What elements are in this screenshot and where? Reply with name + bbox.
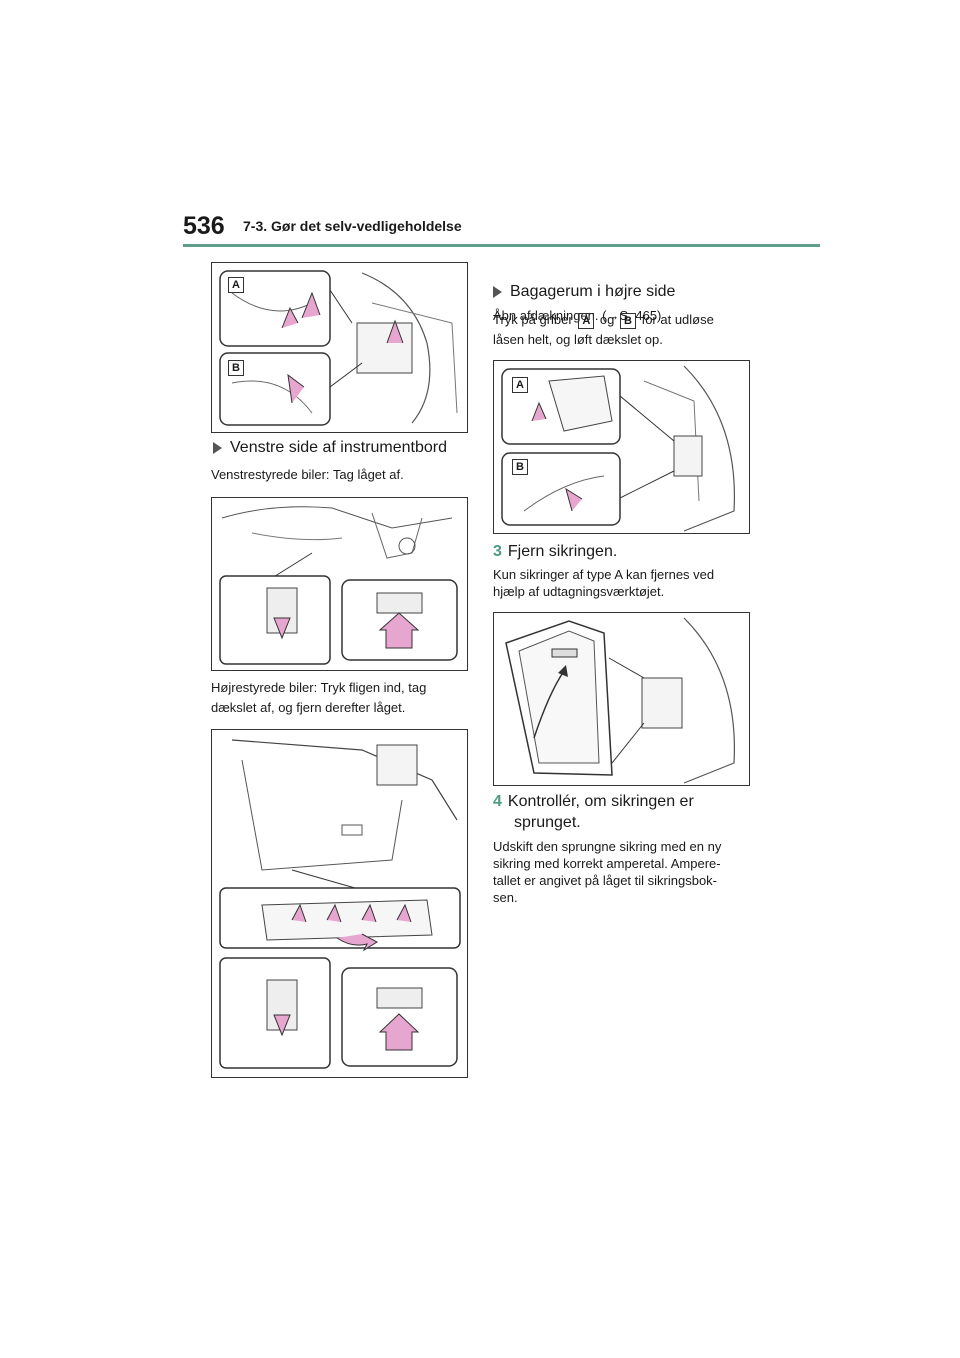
page-number: 536 [183, 212, 225, 240]
para-step3-line2: hjælp af udtagningsværktøjet. [493, 584, 665, 599]
figure-fuse-puller-drawing [505, 617, 736, 784]
para-open-cover: Åbn afdækningen. (→S. 465) [493, 308, 662, 323]
figure-lhd-dash [211, 497, 468, 671]
step-number: 4 [493, 793, 502, 810]
bullet-triangle-icon [493, 286, 502, 298]
section-title: 7-3. Gør det selv-vedligeholdelse [243, 218, 462, 234]
page-header: 536 7-3. Gør det selv-vedligeholdelse [183, 210, 820, 244]
para-step3-line1: Kun sikringer af type A kan fjernes ved [493, 567, 715, 582]
figure-fuse-puller [493, 612, 750, 786]
para-lhd: Venstrestyrede biler: Tag låget af. [211, 467, 404, 482]
inline-label-b: B [620, 313, 636, 329]
figure-label-a: A [512, 377, 528, 393]
para-step4-line2: sikring med korrekt amperetal. Ampere- [493, 856, 721, 871]
para-step4-line4: sen. [493, 890, 518, 905]
figure-fuse-box-engine-drawing [219, 270, 458, 426]
figure-lhd-dash-drawing [219, 506, 458, 665]
figure-rhd-dash-drawing [219, 739, 461, 1069]
figure-label-b: B [228, 360, 244, 376]
figure-trunk-fuse-box-drawing [501, 365, 736, 532]
figure-trunk-fuse-box: A B [493, 360, 750, 534]
heading-right-trunk: Bagagerum i højre side [493, 283, 675, 301]
para-rhd-line2: dækslet af, og fjern derefter låget. [211, 700, 406, 715]
step-4-line2: sprunget. [514, 814, 581, 831]
header-rule [183, 244, 820, 247]
para-step4-line3: tallet er angivet på låget til sikringsb… [493, 873, 718, 888]
para-press-grips: Tryk på griber A og B for at udløse [493, 312, 714, 329]
figure-label-b: B [512, 459, 528, 475]
figure-label-a: A [228, 277, 244, 293]
para-rhd-line1: Højrestyrede biler: Tryk fligen ind, tag [211, 680, 427, 695]
bullet-triangle-icon [213, 442, 222, 454]
inline-label-a: A [578, 313, 595, 329]
para-lift-cover: låsen helt, og løft dækslet op. [493, 332, 663, 347]
figure-fuse-box-engine: A B [211, 262, 468, 433]
heading-left-dash: Venstre side af instrumentbord [213, 439, 447, 457]
figure-rhd-dash [211, 729, 468, 1078]
para-step4-line1: Udskift den sprungne sikring med en ny [493, 839, 722, 854]
step-number: 3 [493, 543, 502, 560]
